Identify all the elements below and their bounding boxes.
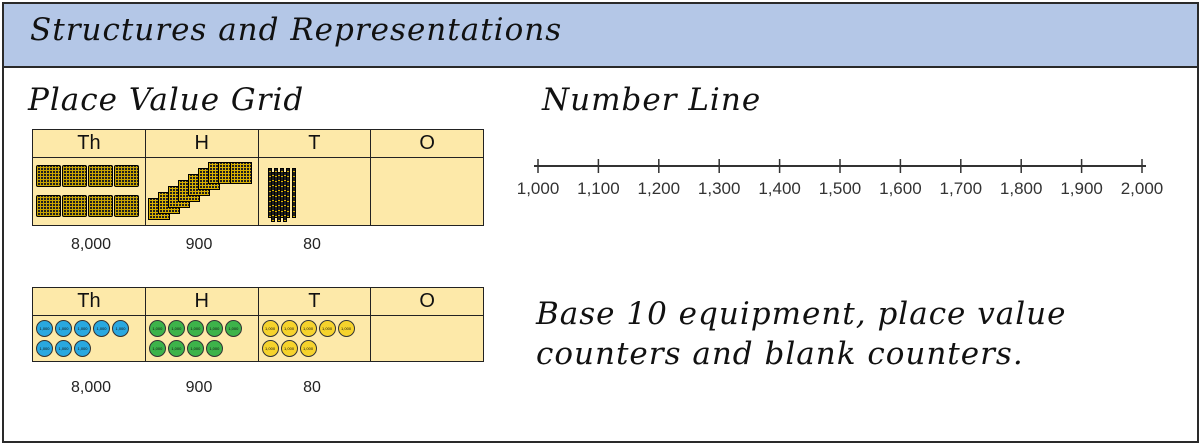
column-header-h: H <box>144 129 259 158</box>
ten-counter: 1,000 <box>261 340 279 357</box>
tens-cell <box>257 157 372 226</box>
number-line-label: 1,300 <box>698 179 741 198</box>
equipment-note: Base 10 equipment, place value counters … <box>536 294 1066 374</box>
ten-counter: 1,000 <box>280 320 298 337</box>
thousands-cell <box>32 157 146 226</box>
column-header-o: O <box>370 129 484 158</box>
ones-cell <box>370 157 484 226</box>
thousand-counter: 1,000 <box>55 320 72 337</box>
column-header-t: T <box>257 287 372 316</box>
thousands-counter-value: 8,000 <box>70 379 112 396</box>
hundreds-value: 900 <box>185 236 213 253</box>
hundred-counter: 1,000 <box>186 320 204 337</box>
hundred-counter: 1,000 <box>148 340 166 357</box>
thousand-cube <box>62 195 87 217</box>
number-line-label: 1,100 <box>577 179 620 198</box>
hundred-counter: 1,000 <box>186 340 204 357</box>
thousand-cube <box>36 165 61 187</box>
hundred-counter: 1,000 <box>224 320 242 337</box>
hundred-counter: 1,000 <box>205 320 223 337</box>
ten-counter: 1,000 <box>318 320 336 337</box>
thousand-counter: 1,000 <box>93 320 110 337</box>
hundred-flat <box>229 162 252 184</box>
thousand-counter: 1,000 <box>74 320 91 337</box>
thousands-value: 8,000 <box>70 236 112 253</box>
column-header-th: Th <box>32 129 146 158</box>
hundred-counter: 1,000 <box>167 320 185 337</box>
header-bar: Structures and Representations <box>4 4 1197 68</box>
number-line: 1,000 1,100 1,200 1,300 1,400 1,500 1,600 1,700… <box>517 159 1164 198</box>
ten-counter: 1,000 <box>299 320 317 337</box>
place-value-grid-title: Place Value Grid <box>28 82 305 118</box>
number-line-title: Number Line <box>542 82 762 118</box>
thousand-cube <box>62 165 87 187</box>
tens-value: 80 <box>303 236 321 253</box>
note-line-2: counters and blank counters. <box>536 336 1024 372</box>
column-header-o: O <box>370 287 484 316</box>
number-line-label: 1,800 <box>1000 179 1043 198</box>
thousand-counter: 1,000 <box>36 320 53 337</box>
thousand-counter: 1,000 <box>112 320 129 337</box>
ten-counter: 1,000 <box>261 320 279 337</box>
note-line-1: Base 10 equipment, place value <box>536 296 1067 332</box>
number-line-label: 1,000 <box>517 179 560 198</box>
number-line-label: 1,900 <box>1060 179 1103 198</box>
place-value-grid-blocks: Th H T O <box>32 129 484 226</box>
hundred-counter: 1,000 <box>167 340 185 357</box>
ten-counter: 1,000 <box>280 340 298 357</box>
number-line-label: 1,200 <box>638 179 681 198</box>
number-line-label: 1,600 <box>879 179 922 198</box>
number-line-label: 1,400 <box>758 179 801 198</box>
ten-rod <box>291 168 296 218</box>
hundreds-cell <box>144 157 259 226</box>
page-title: Structures and Representations <box>30 12 563 48</box>
thousand-cube <box>88 195 113 217</box>
thousand-cube <box>114 165 139 187</box>
hundred-counter: 1,000 <box>205 340 223 357</box>
ten-rod <box>276 172 281 222</box>
ten-rod <box>270 172 275 222</box>
ten-counter: 1,000 <box>337 320 355 337</box>
thousand-counter: 1,000 <box>36 340 53 357</box>
ones-counters-cell <box>370 315 484 362</box>
thousand-cube <box>88 165 113 187</box>
number-line-label: 1,700 <box>940 179 983 198</box>
thousand-counter: 1,000 <box>55 340 72 357</box>
column-header-h: H <box>144 287 259 316</box>
ten-counter: 1,000 <box>299 340 317 357</box>
thousand-counter: 1,000 <box>74 340 91 357</box>
ten-rod <box>282 172 287 222</box>
number-line-label: 2,000 <box>1121 179 1164 198</box>
hundred-counter: 1,000 <box>148 320 166 337</box>
hundreds-counter-value: 900 <box>185 379 213 396</box>
thousand-cube <box>114 195 139 217</box>
column-header-t: T <box>257 129 372 158</box>
column-header-th: Th <box>32 287 146 316</box>
thousand-cube <box>36 195 61 217</box>
tens-counter-value: 80 <box>303 379 321 396</box>
number-line-label: 1,500 <box>819 179 862 198</box>
